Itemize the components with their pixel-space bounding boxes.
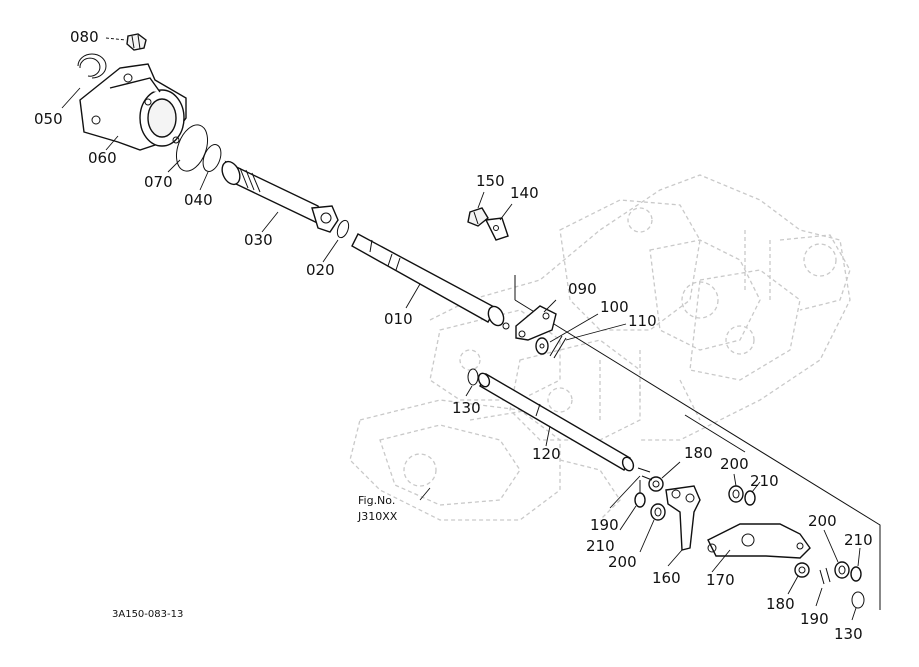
label-020: 020: [306, 261, 335, 279]
label-070: 070: [144, 173, 173, 191]
label-190-upper: 190: [590, 516, 619, 534]
ghost-housing-outline: [349, 174, 851, 521]
nut-210-mid: [744, 481, 761, 506]
label-210-left: 210: [586, 537, 615, 555]
label-200-left: 200: [608, 553, 637, 571]
housing-060: [79, 63, 187, 151]
label-080: 080: [70, 28, 99, 46]
sleeve-030: [221, 160, 339, 233]
plate-140: [484, 203, 513, 241]
shaft-120: [477, 372, 635, 472]
label-180-lower: 180: [766, 595, 795, 613]
fig-leader-line: [419, 487, 431, 501]
o-ring-130-upper: [465, 368, 479, 397]
label-090: 090: [568, 280, 597, 298]
washer-180-lower: [787, 562, 810, 595]
arm-170: [707, 523, 811, 573]
label-030: 030: [244, 231, 273, 249]
washer-100: [535, 313, 599, 355]
label-210-mid: 210: [750, 472, 779, 490]
clip-190-upper: [609, 467, 653, 509]
label-200-right: 200: [808, 512, 837, 530]
label-010: 010: [384, 310, 413, 328]
label-130-lower: 130: [834, 625, 863, 643]
bushing-200-left: [639, 503, 666, 553]
label-050: 050: [34, 110, 63, 128]
label-200-mid: 200: [720, 455, 749, 473]
reference-box-lines: [514, 275, 881, 610]
o-ring-130-lower: [851, 591, 865, 621]
washer-180-upper: [648, 461, 681, 492]
label-180-upper: 180: [684, 444, 713, 462]
label-100: 100: [600, 298, 629, 316]
label-160: 160: [652, 569, 681, 587]
snap-ring-050: [61, 53, 107, 109]
label-120: 120: [532, 445, 561, 463]
part-labels: 080 050 060 070 040 030 020 010 150 140 …: [34, 28, 873, 643]
label-210-right: 210: [844, 531, 873, 549]
bushing-200-right: [823, 529, 850, 579]
nut-210-right: [850, 547, 862, 582]
shaft-010: [351, 233, 510, 330]
o-ring-040: [199, 144, 222, 191]
lever-090: [515, 299, 557, 341]
pin-110: [549, 323, 627, 359]
bolt-150: [467, 191, 489, 227]
bushing-200-mid: [728, 473, 744, 503]
o-ring-020: [322, 219, 350, 263]
label-060: 060: [88, 149, 117, 167]
grease-fitting-080: [105, 33, 147, 51]
label-190-lower: 190: [800, 610, 829, 628]
fig-no-value: J310XX: [357, 510, 398, 523]
label-140: 140: [510, 184, 539, 202]
clip-190-lower: [815, 567, 831, 607]
drawing-code: 3A150-083-13: [112, 609, 183, 620]
arm-160: [665, 485, 701, 567]
label-130-upper: 130: [452, 399, 481, 417]
fig-no-label: Fig.No.: [358, 494, 395, 507]
label-150: 150: [476, 172, 505, 190]
label-170: 170: [706, 571, 735, 589]
nut-210-left: [619, 492, 646, 531]
label-040: 040: [184, 191, 213, 209]
label-110: 110: [628, 312, 657, 330]
